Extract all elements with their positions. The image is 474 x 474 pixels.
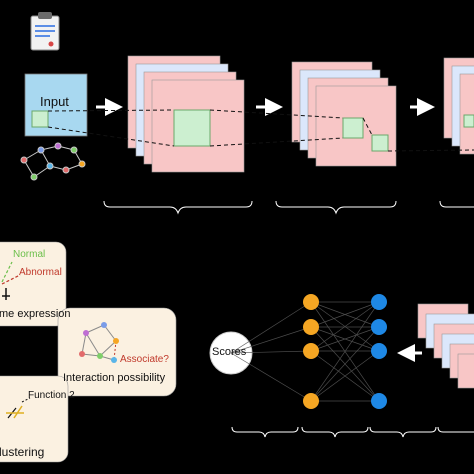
layer-brace [103,200,474,215]
scores-label: Scores [212,346,247,358]
normal-label: Normal [13,249,46,260]
interaction-panel [57,307,177,397]
network-edges [230,301,380,402]
clustering-label: lustering [0,445,45,459]
feature-map-stack [443,57,474,155]
clustering-panel [0,375,69,463]
abnormal-label: Abnormal [19,267,62,278]
feature-map-stack-small [417,303,474,389]
associate-label: Associate? [120,354,169,365]
layer-brace [231,426,474,438]
input-label: Input [40,94,69,109]
receptive-field-lines [47,109,474,152]
interaction-label: Interaction possibility [63,372,166,384]
input-layer-nodes [371,294,387,409]
feature-map-stack [127,55,245,173]
gene-expression-panel [0,241,67,327]
graph-network-icon [20,142,86,181]
input-box [24,73,88,137]
feature-map-stack [291,61,397,167]
clipboard-icon [30,12,60,51]
function2-label: Function 2 [28,390,75,401]
gene-expression-label: me expression [0,308,71,320]
hidden-layer-nodes [303,294,319,409]
